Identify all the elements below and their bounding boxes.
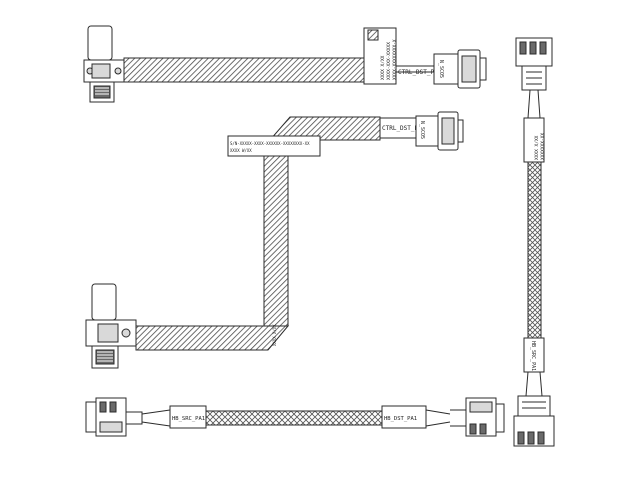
svg-text:XXXX X/XX: XXXX X/XX — [534, 135, 540, 160]
middle-left-right-angle-connector — [85, 283, 137, 369]
bottom-left-label: HB_SRC_PA1 — [172, 416, 205, 422]
svg-text:N_SCO5: N_SCO5 — [419, 121, 425, 139]
top-left-right-angle-connector — [83, 25, 125, 103]
middle-id-tag: S/N-XXXXX-XXXX-XXXXXX-XXXXXXXX-XX XXXX W… — [227, 135, 321, 157]
bottom-right-connector — [450, 397, 505, 437]
middle-flat-cable-assembly: S/N-XXXXX-XXXX-XXXXXX-XXXXXXXX-XX XXXX W… — [85, 111, 464, 369]
bottom-braided-sleeve — [205, 410, 383, 426]
svg-text:N_SCO5: N_SCO5 — [438, 60, 444, 78]
svg-text:XXXX X/XX: XXXX X/XX — [380, 55, 386, 80]
right-bottom-connector — [513, 395, 555, 447]
middle-right-straight-connector: N_SCO5 — [415, 111, 464, 151]
middle-ribbon-upper — [268, 116, 381, 141]
bottom-right-label-tag — [381, 405, 427, 429]
top-ribbon — [123, 57, 365, 83]
right-mid-label: HB_SRC_PA1 — [530, 341, 536, 371]
svg-text:XXXX-XXXXXXXX-X: XXXX-XXXXXXXX-X — [392, 39, 398, 80]
right-braided-sleeve — [527, 161, 542, 339]
right-vertical-cable: XXXX X/XX XXXXXXX-XX HB_SRC_PA1 — [513, 37, 555, 447]
right-bottom-label-tag — [523, 337, 545, 373]
ctrl-top-label: CTRL_DST_PA1 — [398, 69, 442, 76]
middle-id-text: S/N-XXXXX-XXXX-XXXXXX-XXXXXXXX-XX — [230, 141, 310, 146]
svg-text:XXXX X/XX: XXXX X/XX — [272, 324, 277, 346]
middle-ribbon-vertical — [263, 155, 289, 327]
ctrl-mid-label: CTRL_DST_PA1 — [382, 125, 426, 132]
svg-text:XXXXXXX-XX: XXXXXXX-XX — [540, 133, 546, 160]
svg-text:XXXX-XXX-XXXXX: XXXX-XXX-XXXXX — [386, 42, 392, 80]
right-top-connector — [515, 37, 553, 91]
top-flat-cable-assembly: XXXX X/XX XXXX-XXX-XXXXX XXXX-XXXXXXXX-X… — [83, 25, 487, 103]
top-right-straight-connector: N_SCO5 — [433, 49, 487, 89]
bottom-left-connector — [85, 397, 143, 437]
bottom-horizontal-cable: HB_SRC_PA1 HB_DST_PA1 — [85, 397, 505, 437]
top-cable-label-tag: XXXX X/XX XXXX-XXX-XXXXX XXXX-XXXXXXXX-X — [363, 27, 398, 85]
middle-loc-text: XXXX W/XX — [230, 148, 252, 153]
middle-ribbon-lower — [135, 325, 290, 351]
bottom-right-label: HB_DST_PA1 — [384, 416, 417, 422]
